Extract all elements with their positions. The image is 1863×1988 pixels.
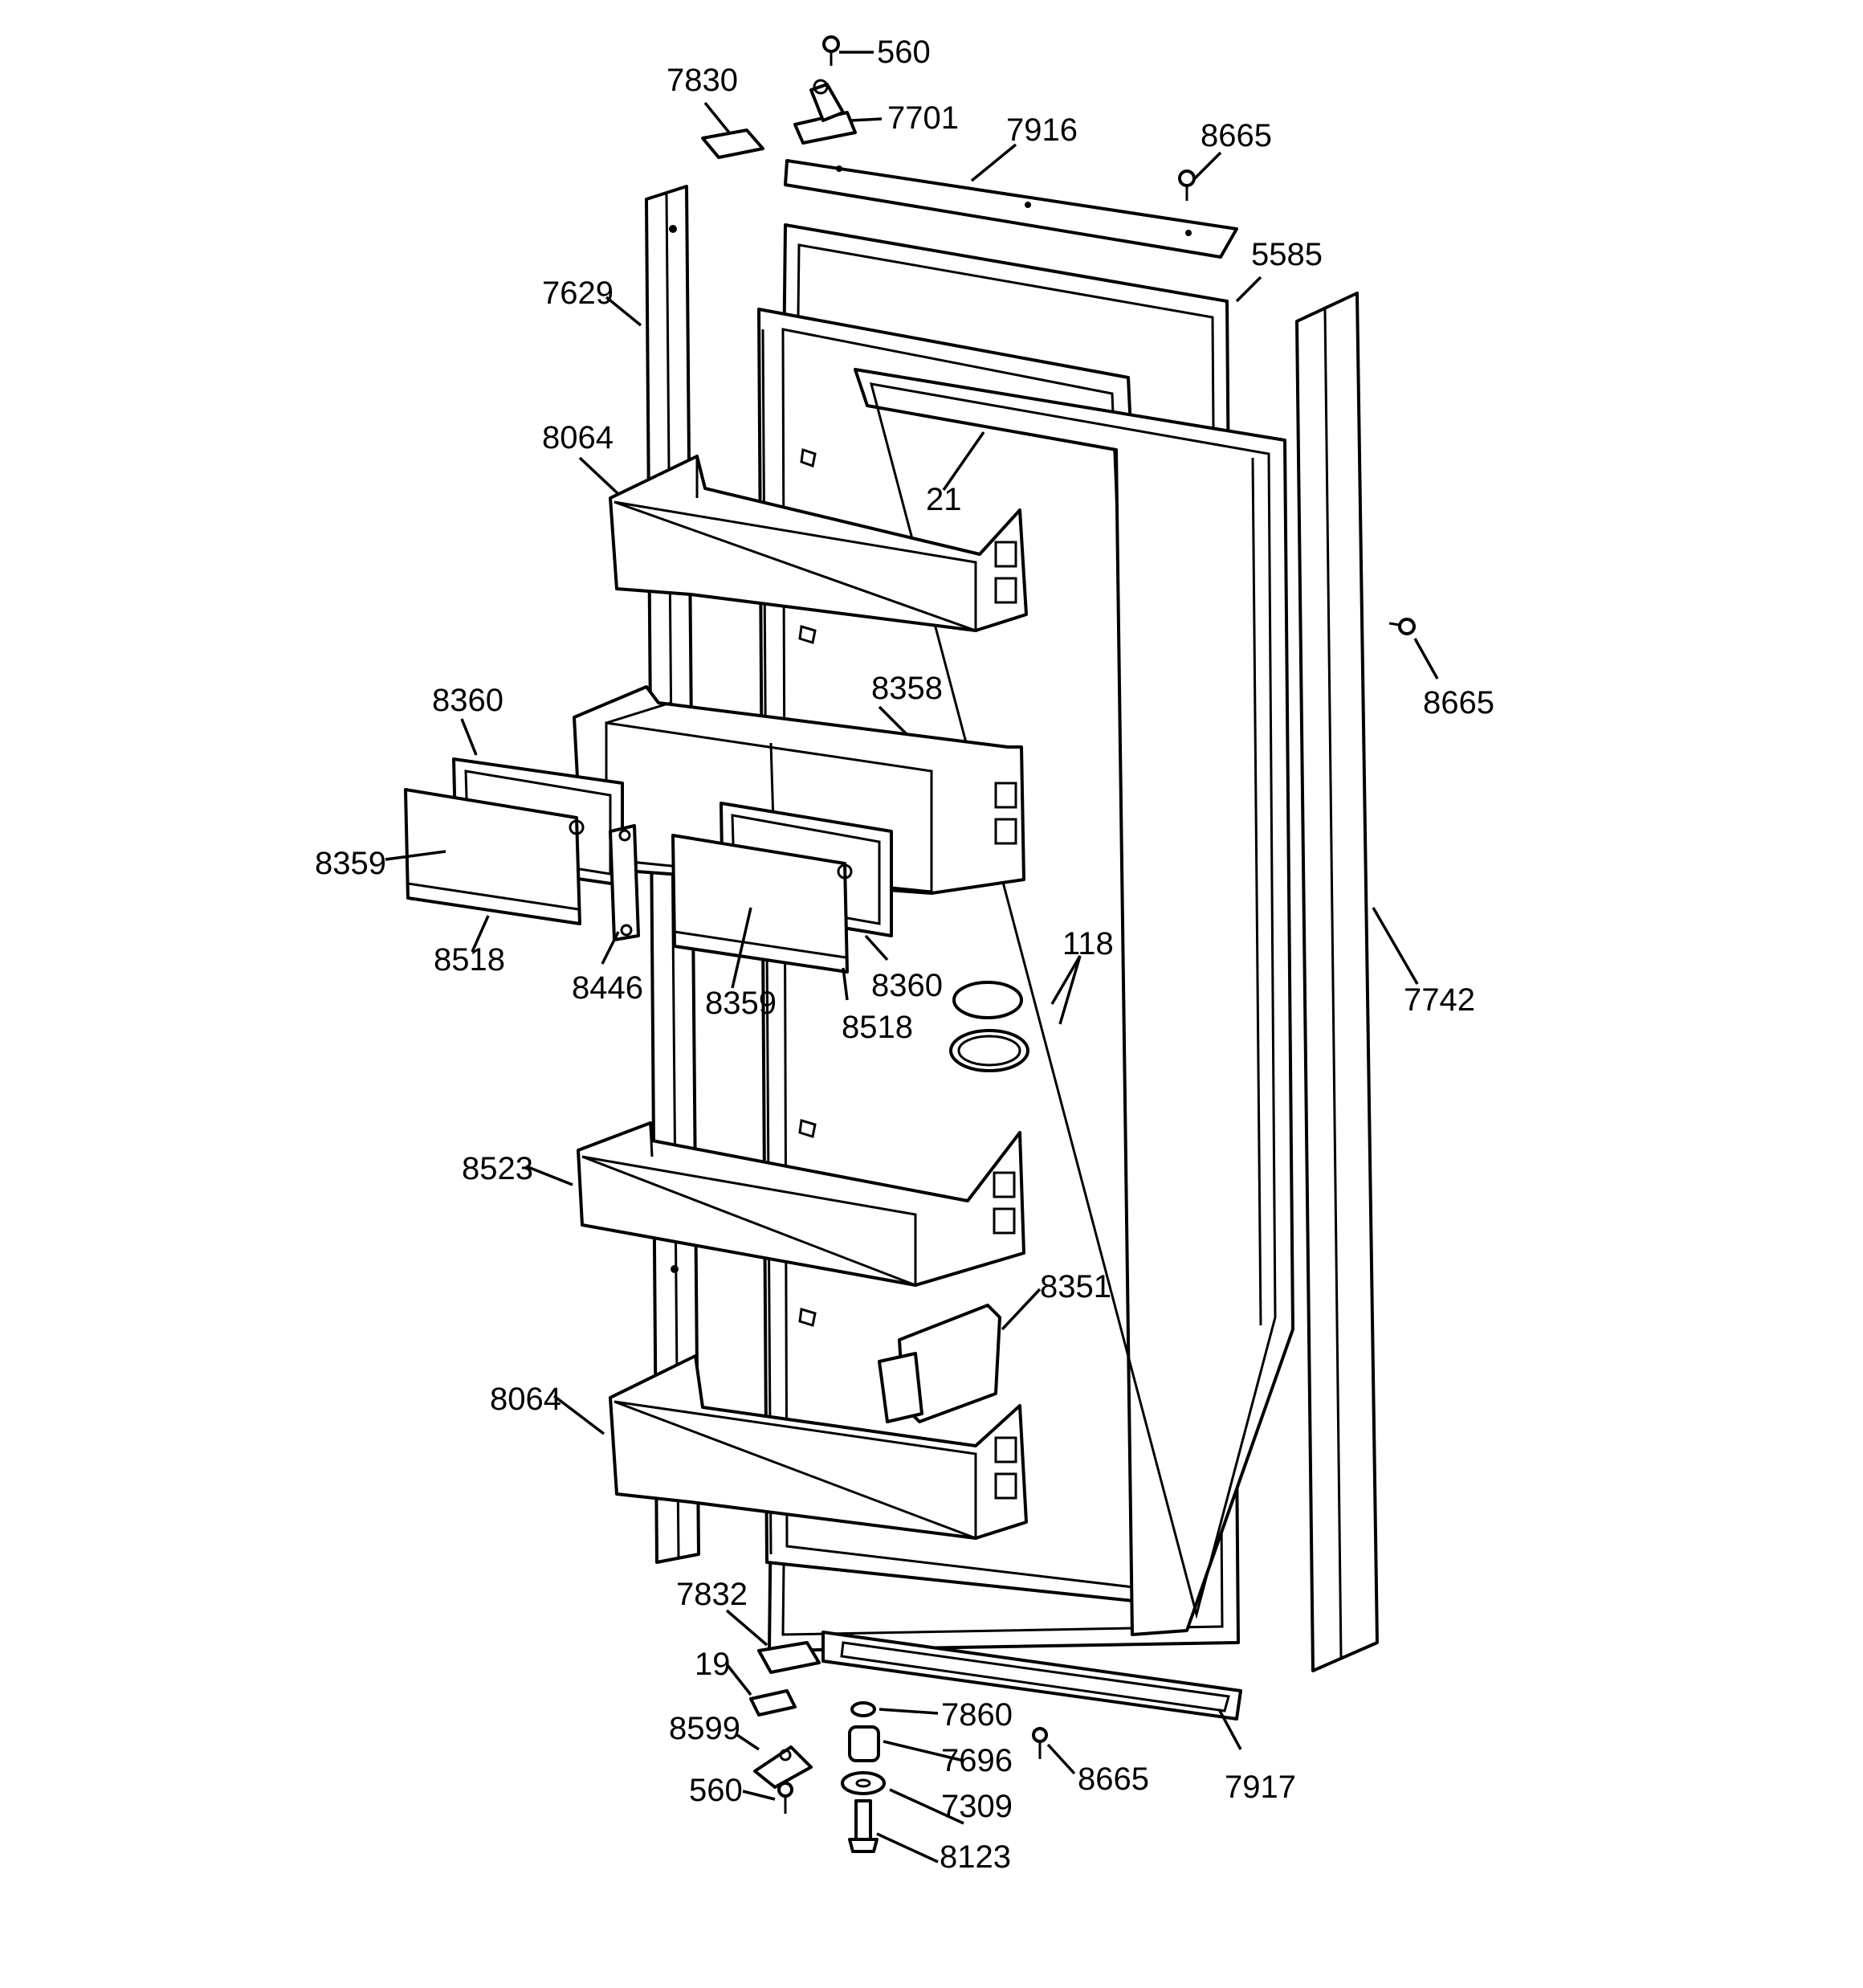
- callout-7696: 7696: [941, 1743, 1013, 1778]
- callout-8665-bottom: 8665: [1078, 1761, 1149, 1797]
- callout-7309: 7309: [941, 1789, 1013, 1824]
- washer-7309: [841, 1771, 886, 1795]
- door-bin-8064-upper: [609, 455, 1028, 633]
- callout-560-top: 560: [877, 35, 931, 70]
- bracket-7830: [701, 129, 764, 159]
- callout-560-bottom: 560: [689, 1773, 743, 1808]
- bottom-hinge-8599: [753, 1745, 813, 1789]
- callout-8359-left: 8359: [315, 846, 386, 881]
- top-cap-7916: [784, 159, 1238, 259]
- callout-19: 19: [695, 1647, 731, 1682]
- callout-7629: 7629: [542, 276, 614, 311]
- callout-5585: 5585: [1251, 237, 1323, 272]
- callout-7917: 7917: [1225, 1770, 1296, 1805]
- screw-560-top: [822, 35, 840, 66]
- screw-8665-bottom: [1032, 1727, 1048, 1759]
- screw-8665-right: [1388, 618, 1416, 635]
- callout-21: 21: [926, 482, 962, 517]
- callout-labels: 560 7830 7701 7916 8665 5585 7629 8064 2…: [315, 35, 1494, 1875]
- callout-8358: 8358: [871, 671, 943, 706]
- dairy-hinge-8446: [609, 824, 640, 941]
- dairy-door-panel-8359-left: [404, 788, 585, 925]
- light-lens-118: [949, 981, 1029, 1072]
- callout-8123: 8123: [940, 1839, 1011, 1875]
- callout-7860: 7860: [941, 1697, 1013, 1733]
- callout-7701: 7701: [887, 100, 959, 136]
- dairy-door-panel-8359-right: [671, 834, 853, 974]
- callout-8359-right: 8359: [705, 986, 777, 1021]
- bracket-7832: [757, 1641, 821, 1674]
- callout-8518-right: 8518: [842, 1010, 913, 1045]
- callout-118: 118: [1062, 926, 1114, 961]
- callout-8446: 8446: [572, 970, 643, 1006]
- module-8351: [878, 1304, 1001, 1423]
- top-hinge-7701: [793, 79, 857, 145]
- washer-7860: [850, 1701, 876, 1717]
- callout-8360-left: 8360: [432, 683, 503, 718]
- bolt-8123: [848, 1799, 879, 1853]
- callout-8064-lower: 8064: [490, 1382, 561, 1417]
- bushing-7696: [848, 1725, 880, 1762]
- shim-19: [749, 1689, 797, 1717]
- callout-7742: 7742: [1404, 982, 1475, 1018]
- door-gasket-21: [854, 368, 1294, 1636]
- callout-8665-right: 8665: [1423, 685, 1494, 720]
- door-bin-8523: [577, 1121, 1025, 1288]
- bottom-cap-7917: [821, 1631, 1242, 1721]
- right-trim-7742: [1295, 292, 1379, 1672]
- callout-8599: 8599: [669, 1711, 740, 1746]
- leader-lines: [385, 51, 1439, 1863]
- callout-8351: 8351: [1040, 1269, 1111, 1304]
- screw-8665-top: [1178, 169, 1196, 201]
- callout-8360-right: 8360: [871, 968, 943, 1003]
- callout-8665-top: 8665: [1201, 118, 1272, 153]
- callout-7916: 7916: [1006, 112, 1078, 148]
- door-bin-8064-lower: [609, 1354, 1028, 1541]
- callout-8518-left: 8518: [434, 942, 505, 978]
- callout-8064-upper: 8064: [542, 420, 614, 455]
- callout-7832: 7832: [676, 1577, 748, 1612]
- callout-8523: 8523: [462, 1151, 533, 1186]
- screw-560-bottom: [777, 1782, 793, 1814]
- callout-7830: 7830: [667, 63, 738, 98]
